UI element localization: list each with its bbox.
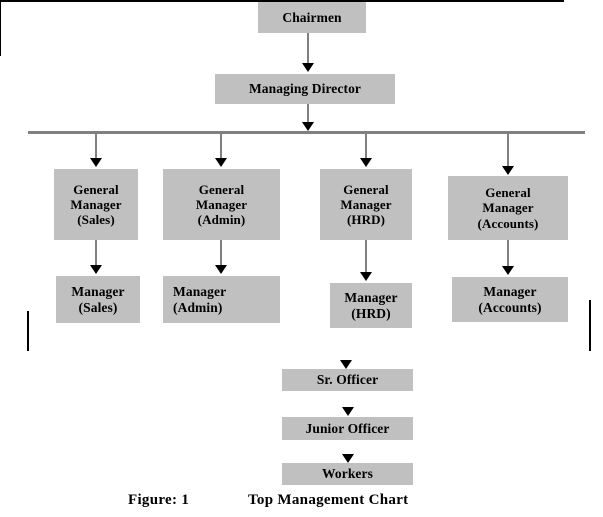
node-manager-hrd: Manager (HRD) bbox=[330, 283, 412, 328]
node-gm-accounts-line2: Manager bbox=[482, 200, 534, 216]
node-gm-accounts: General Manager (Accounts) bbox=[448, 176, 568, 240]
node-sr-officer-label: Sr. Officer bbox=[316, 372, 379, 388]
figure-caption-label: Figure: 1 bbox=[128, 492, 190, 508]
connector-gm-admin-to-mgr-admin bbox=[220, 240, 222, 267]
node-gm-hrd-line1: General bbox=[343, 181, 389, 197]
node-manager-accounts: Manager (Accounts) bbox=[452, 277, 568, 322]
arrowhead-bus bbox=[302, 122, 314, 131]
arrowhead-mgr-sales bbox=[90, 265, 102, 274]
connector-gm-accounts-to-mgr-accounts bbox=[507, 240, 509, 268]
arrowhead-gm-accounts bbox=[502, 166, 514, 175]
connector-junior-to-workers bbox=[0, 37, 1, 56]
arrowhead-gm-sales bbox=[90, 158, 102, 167]
node-gm-sales-line3: (Sales) bbox=[77, 212, 115, 228]
connector-gm-sales-to-mgr-sales bbox=[95, 240, 97, 267]
node-gm-hrd-line2: Manager bbox=[340, 196, 392, 212]
connector-md-to-bus bbox=[307, 104, 309, 126]
node-gm-hrd: General Manager (HRD) bbox=[320, 169, 412, 240]
node-manager-sales: Manager (Sales) bbox=[56, 276, 140, 323]
node-gm-admin-line2: Manager bbox=[195, 196, 248, 212]
node-junior-officer: Junior Officer bbox=[282, 417, 413, 440]
node-workers: Workers bbox=[282, 463, 413, 485]
collector-bracket-bottom bbox=[0, 0, 564, 2]
node-workers-label: Workers bbox=[322, 466, 373, 482]
arrowhead-mgr-accounts bbox=[502, 266, 514, 275]
connector-sr-to-junior bbox=[0, 17, 1, 37]
connector-bus-to-gm-sales bbox=[95, 133, 97, 161]
node-gm-admin: General Manager (Admin) bbox=[163, 169, 280, 240]
node-sr-officer: Sr. Officer bbox=[282, 369, 413, 391]
node-manager-hrd-line1: Manager bbox=[344, 290, 398, 306]
node-manager-accounts-line2: (Accounts) bbox=[478, 299, 542, 315]
node-manager-hrd-line2: (HRD) bbox=[351, 305, 391, 321]
arrowhead-sr-officer bbox=[340, 360, 352, 369]
collector-bracket-left bbox=[27, 311, 29, 351]
node-manager-admin-line1: Manager bbox=[173, 284, 227, 300]
figure-caption-title: Top Management Chart bbox=[248, 492, 409, 508]
node-manager-admin-line2: (Admin) bbox=[173, 299, 223, 315]
distribution-bus-line bbox=[28, 131, 585, 134]
arrowhead-junior-officer bbox=[342, 407, 354, 416]
arrowhead-workers bbox=[342, 454, 354, 463]
connector-bus-to-gm-hrd bbox=[365, 133, 367, 161]
node-manager-sales-line2: (Sales) bbox=[78, 299, 118, 315]
node-manager-admin: Manager (Admin) bbox=[163, 276, 280, 323]
node-managing-director-label: Managing Director bbox=[248, 81, 362, 97]
node-gm-sales-line1: General bbox=[73, 181, 119, 197]
node-managing-director: Managing Director bbox=[215, 74, 395, 104]
connector-bus-to-gm-admin bbox=[220, 133, 222, 161]
node-chairmen-label: Chairmen bbox=[282, 9, 342, 25]
arrowhead-mgr-admin bbox=[215, 265, 227, 274]
node-gm-sales-line2: Manager bbox=[70, 196, 122, 212]
arrowhead-gm-hrd bbox=[360, 158, 372, 167]
node-junior-officer-label: Junior Officer bbox=[305, 420, 390, 436]
connector-gm-hrd-to-mgr-hrd bbox=[365, 240, 367, 274]
node-gm-accounts-line3: (Accounts) bbox=[477, 215, 539, 231]
node-gm-admin-line3: (Admin) bbox=[197, 212, 246, 228]
node-gm-sales: General Manager (Sales) bbox=[54, 169, 138, 240]
node-manager-sales-line1: Manager bbox=[71, 284, 125, 300]
connector-bus-to-gm-accounts bbox=[507, 133, 509, 169]
arrowhead-mgr-hrd bbox=[360, 272, 372, 281]
node-chairmen: Chairmen bbox=[258, 2, 366, 33]
arrowhead-md bbox=[302, 63, 314, 72]
node-manager-accounts-line1: Manager bbox=[483, 284, 537, 300]
node-gm-hrd-line3: (HRD) bbox=[346, 212, 386, 228]
connector-chairmen-to-md bbox=[307, 33, 309, 66]
collector-bracket-right bbox=[589, 300, 591, 351]
connector-bracket-to-sr-officer bbox=[0, 2, 1, 17]
arrowhead-gm-admin bbox=[215, 158, 227, 167]
node-gm-admin-line1: General bbox=[198, 181, 245, 197]
node-gm-accounts-line1: General bbox=[485, 185, 531, 200]
